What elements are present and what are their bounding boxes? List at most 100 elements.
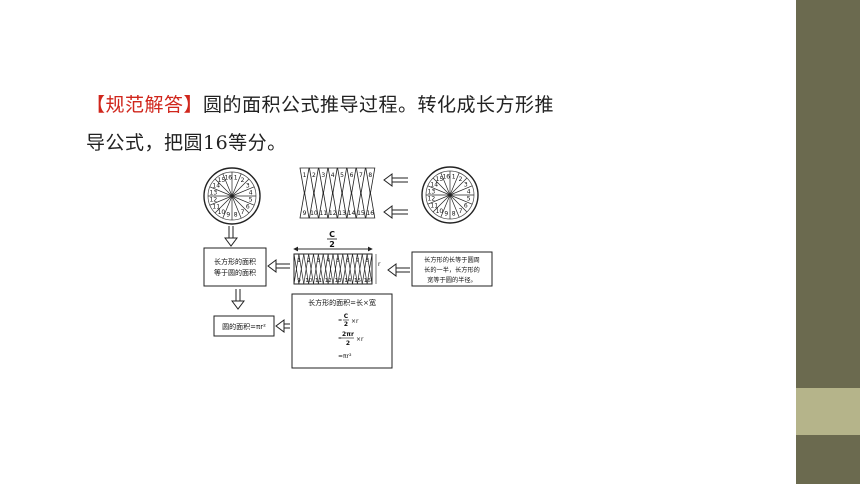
circle-sector-number: 4 [249, 189, 253, 196]
note-line-2: 长的一半，长方形的 [424, 266, 480, 274]
arrow-to-top-strip [383, 173, 408, 187]
strip-number: 4 [331, 172, 335, 179]
arrow-down-2 [231, 289, 245, 310]
circle-sector-number: 14 [212, 182, 220, 189]
strip-number: 10 [310, 210, 318, 217]
svg-text:=: = [338, 336, 342, 342]
c-den: 2 [329, 240, 335, 249]
circle-sector-number: 10 [218, 209, 226, 216]
circle-sector-number: 6 [464, 203, 468, 210]
circle-sector-number: 11 [212, 204, 220, 211]
circle-sector-number: 9 [226, 212, 230, 219]
answer-line1-text: 圆的面积公式推导过程。转化成长方形推 [203, 94, 555, 116]
circle-sector-number: 9 [444, 211, 448, 218]
rect-number: 6 [346, 258, 350, 264]
note-line-1: 长方形的长等于圆周 [424, 256, 480, 264]
c-label: C [329, 230, 335, 239]
answer-line-1: 【规范解答】圆的面积公式推导过程。转化成长方形推 [86, 90, 554, 117]
strip-number: 16 [366, 210, 374, 217]
strip-number: 14 [348, 210, 356, 217]
circle-sector-number: 4 [467, 188, 471, 195]
strip-number: 13 [338, 210, 346, 217]
circle-sector-number: 16 [442, 173, 450, 180]
rect-number: 2 [307, 258, 311, 264]
circle-sector-number: 12 [428, 196, 436, 203]
strip-number: 8 [368, 172, 372, 179]
circle-sector-number: 16 [224, 174, 232, 181]
svg-text:=πr²: =πr² [338, 353, 352, 360]
arrow-to-bottom-strip [383, 205, 408, 219]
arrow-left-3 [275, 319, 290, 333]
arrow-left-2 [387, 263, 410, 277]
circle-sector-number: 3 [246, 182, 250, 189]
svg-text:2: 2 [346, 340, 350, 347]
circle-sector-number: 3 [464, 181, 468, 188]
svg-text:×r: ×r [356, 336, 364, 343]
radius-label: r [378, 261, 381, 268]
circle-area-text: 圆的面积=πr² [222, 322, 266, 331]
arrow-down-1 [224, 226, 238, 247]
circle-sector-number: 8 [234, 212, 238, 219]
circle-sector-number: 5 [467, 196, 471, 203]
arrow-left-1 [267, 259, 290, 273]
circle-sector-number: 10 [436, 208, 444, 215]
rect-number: 3 [317, 258, 321, 264]
svg-text:2πr: 2πr [342, 331, 354, 338]
strip-number: 9 [303, 210, 307, 217]
strip-number: 7 [359, 172, 363, 179]
rect-number: 15 [354, 278, 361, 284]
rect-number: 14 [344, 278, 351, 284]
rect-number: 16 [364, 278, 371, 284]
circle-sector-number: 7 [459, 208, 463, 215]
rect-number: 10 [305, 278, 312, 284]
note-line-3: 宽等于圆的半径。 [427, 276, 477, 284]
circle-sector-number: 11 [430, 203, 438, 210]
rect-number: 13 [335, 278, 342, 284]
circle-sector-number: 2 [241, 177, 245, 184]
svg-text:2: 2 [344, 321, 348, 328]
strip-number: 2 [312, 172, 316, 179]
answer-line-2: 导公式，把圆16等分。 [86, 132, 287, 154]
svg-text:C: C [344, 313, 349, 320]
rect-box-line-1: 长方形的面积 [214, 257, 256, 266]
rect-number: 12 [325, 278, 332, 284]
rect-number: 1 [297, 258, 301, 264]
circle-sector-number: 8 [452, 211, 456, 218]
strip-number: 6 [350, 172, 354, 179]
rect-number: 5 [336, 258, 340, 264]
strip-number: 15 [357, 210, 365, 217]
circle-sector-number: 13 [210, 189, 218, 196]
rect-number: 9 [297, 278, 301, 284]
circle-sector-number: 7 [241, 209, 245, 216]
circle-sector-number: 15 [218, 177, 226, 184]
side-decor-accent [796, 388, 860, 435]
svg-text:×r: ×r [351, 318, 359, 325]
circle-sector-number: 15 [436, 176, 444, 183]
svg-text:=: = [338, 318, 342, 324]
strip-number: 5 [340, 172, 344, 179]
circle-sector-number: 6 [246, 204, 250, 211]
rect-box-line-2: 等于圆的面积 [214, 268, 256, 277]
circle-sector-number: 12 [210, 197, 218, 204]
rect-number: 11 [315, 278, 322, 284]
circle-sector-number: 1 [452, 173, 456, 180]
formula-title: 长方形的面积=长×宽 [308, 298, 376, 307]
strip-number: 3 [321, 172, 325, 179]
circle-sector-number: 1 [234, 174, 238, 181]
strip-number: 11 [319, 210, 327, 217]
circle-sector-number: 5 [249, 197, 253, 204]
strip-number: 1 [303, 172, 307, 179]
strip-number: 12 [329, 210, 337, 217]
answer-label: 【规范解答】 [86, 94, 204, 116]
circle-sector-number: 2 [459, 176, 463, 183]
circle-sector-number: 13 [428, 188, 436, 195]
rect-number: 8 [366, 258, 370, 264]
rect-number: 7 [356, 258, 360, 264]
